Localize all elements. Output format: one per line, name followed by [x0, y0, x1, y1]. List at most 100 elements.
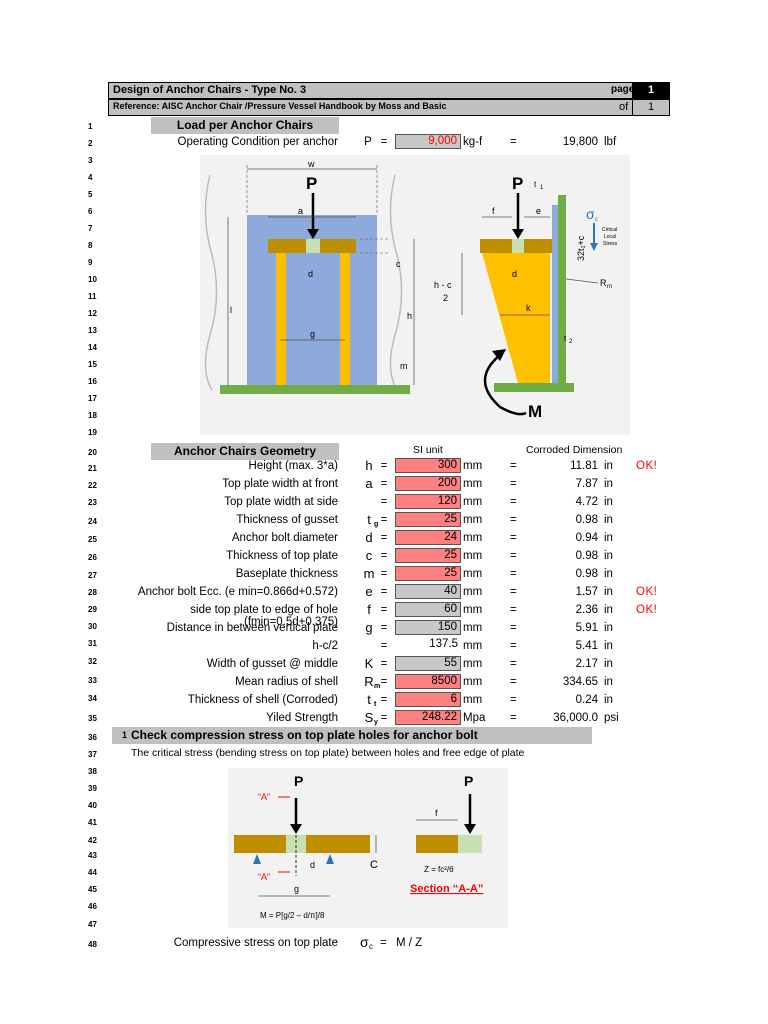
row-number: 23 [88, 498, 97, 507]
svg-text:R: R [600, 278, 607, 288]
check-description: The critical stress (bending stress on t… [131, 747, 525, 759]
row-number: 15 [88, 360, 97, 369]
geometry-unit: Mpa [463, 712, 486, 724]
geometry-symbol: m [363, 566, 375, 581]
geometry-eq2: = [510, 496, 517, 508]
geometry-eq: = [380, 532, 388, 544]
load-value-cell[interactable]: 9,000 [395, 134, 461, 149]
geometry-value-cell[interactable]: 25 [395, 512, 461, 527]
geometry-eq2: = [510, 658, 517, 670]
geometry-symbol: K [364, 656, 374, 671]
svg-text:g: g [310, 329, 315, 339]
geometry-value-cell[interactable]: 24 [395, 530, 461, 545]
geometry-eq2: = [510, 604, 517, 616]
geometry-unit: mm [463, 640, 483, 652]
geometry-conv-unit: in [604, 478, 613, 490]
geometry-unit: mm [463, 604, 483, 616]
geometry-conv: 0.98 [575, 550, 598, 562]
svg-text:w: w [307, 159, 315, 169]
row-number: 39 [88, 784, 97, 793]
geometry-value-cell[interactable]: 60 [395, 602, 461, 617]
svg-text:f: f [492, 206, 495, 216]
geometry-unit: mm [463, 568, 483, 580]
row-number: 38 [88, 767, 97, 776]
svg-text:M = P[g/2 – d/π]/8: M = P[g/2 – d/π]/8 [260, 911, 325, 920]
geometry-value-cell[interactable]: 8500 [395, 674, 461, 689]
geometry-conv-unit: in [604, 496, 613, 508]
geometry-value-cell[interactable]: 137.5 [429, 638, 458, 650]
page-total: 1 [632, 99, 670, 116]
svg-text:g: g [294, 884, 299, 894]
svg-text:σ: σ [586, 206, 595, 222]
row-number: 4 [88, 173, 93, 182]
svg-text:P: P [464, 773, 473, 789]
row-number: 21 [88, 464, 97, 473]
geometry-value-cell[interactable]: 40 [395, 584, 461, 599]
svg-text:l: l [230, 305, 232, 315]
document-title: Design of Anchor Chairs - Type No. 3 [113, 84, 307, 96]
svg-text:M: M [528, 402, 542, 421]
geometry-value-cell[interactable]: 120 [395, 494, 461, 509]
page-label: page [611, 84, 635, 95]
geometry-ok-flag: OK! [636, 460, 658, 472]
geometry-eq: = [380, 676, 388, 688]
geometry-eq2: = [510, 514, 517, 526]
geometry-conv: 0.94 [575, 532, 598, 544]
row-number: 18 [88, 411, 97, 420]
geometry-eq2: = [510, 712, 517, 724]
geometry-symbol: g [365, 620, 373, 635]
gusset-left-shape [276, 253, 286, 385]
row-number: 30 [88, 622, 97, 631]
svg-text:t: t [534, 180, 537, 189]
row-number: 47 [88, 920, 97, 929]
geometry-conv: 36,000.0 [553, 712, 598, 724]
geometry-eq: = [380, 586, 388, 598]
row-number: 44 [88, 868, 97, 877]
geometry-symbol: t [367, 512, 371, 527]
geometry-unit: mm [463, 478, 483, 490]
geometry-eq: = [380, 604, 388, 616]
geometry-value-cell[interactable]: 150 [395, 620, 461, 635]
svg-text:t: t [564, 334, 567, 343]
geometry-conv: 5.41 [575, 640, 598, 652]
geometry-value-cell[interactable]: 25 [395, 548, 461, 563]
check-heading-bar [112, 727, 592, 744]
row-number: 2 [88, 139, 93, 148]
row-number: 48 [88, 940, 97, 949]
svg-text:P: P [294, 773, 303, 789]
geometry-conv-unit: in [604, 586, 613, 598]
svg-text:2: 2 [443, 293, 448, 303]
geometry-symbol-subscript: m [374, 683, 381, 690]
geometry-conv-unit: in [604, 532, 613, 544]
svg-text:m: m [400, 361, 408, 371]
row-number: 40 [88, 801, 97, 810]
geometry-eq: = [380, 496, 388, 508]
geometry-value-cell[interactable]: 300 [395, 458, 461, 473]
svg-text:Section “A-A”: Section “A-A” [410, 883, 483, 895]
row-number: 13 [88, 326, 97, 335]
geometry-conv: 2.17 [575, 658, 598, 670]
geometry-eq2: = [510, 478, 517, 490]
geometry-label: Baseplate thickness [235, 568, 338, 580]
row-number: 11 [88, 292, 97, 301]
geometry-unit: mm [463, 496, 483, 508]
geometry-value-cell[interactable]: 200 [395, 476, 461, 491]
geometry-value-cell[interactable]: 55 [395, 656, 461, 671]
row-number: 29 [88, 605, 97, 614]
geometry-eq: = [380, 478, 388, 490]
row-number: 12 [88, 309, 97, 318]
reference-text: Reference: AISC Anchor Chair /Pressure V… [113, 101, 447, 111]
geometry-conv: 1.57 [575, 586, 598, 598]
geometry-label: Mean radius of shell [235, 676, 338, 688]
row-number: 9 [88, 258, 93, 267]
geometry-symbol: R [364, 674, 374, 689]
geometry-value-cell[interactable]: 25 [395, 566, 461, 581]
geometry-eq2: = [510, 694, 517, 706]
geometry-value-cell[interactable]: 248.22 [395, 710, 461, 725]
row-number: 16 [88, 377, 97, 386]
reference-bar: Reference: AISC Anchor Chair /Pressure V… [108, 99, 670, 116]
geometry-value-cell[interactable]: 6 [395, 692, 461, 707]
row-number: 24 [88, 517, 97, 526]
svg-text:1: 1 [540, 185, 544, 191]
gusset-right-shape [340, 253, 350, 385]
